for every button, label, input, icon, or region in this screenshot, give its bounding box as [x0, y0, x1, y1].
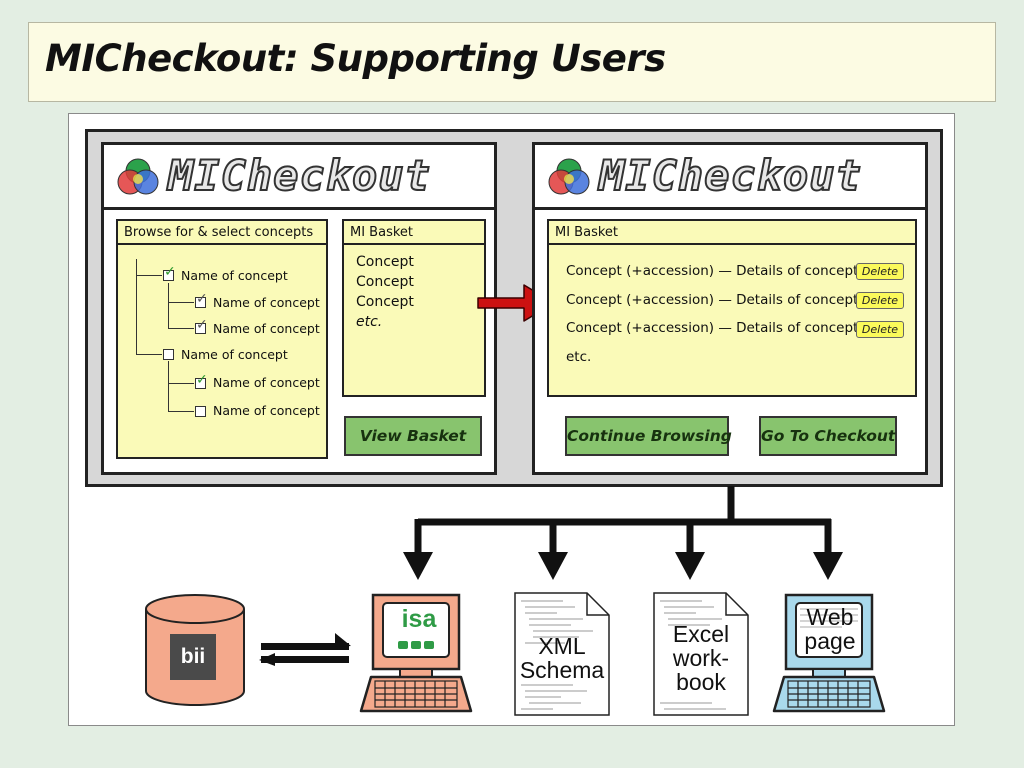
- basket-row-text: Concept (+accession) — Details of concep…: [566, 263, 859, 279]
- basket-row-text: Concept (+accession) — Details of concep…: [566, 320, 859, 336]
- tree-line: [168, 302, 194, 303]
- venn-logo-icon: [548, 158, 590, 195]
- mini-basket-item: Concept: [356, 254, 414, 270]
- basket-more: etc.: [566, 349, 592, 365]
- tree-node-label[interactable]: Name of concept: [213, 295, 320, 310]
- xml-document-icon: [514, 592, 610, 716]
- diagram: MICheckout Browse for & select concepts …: [68, 113, 955, 726]
- browse-window-header: MICheckout: [104, 145, 494, 210]
- connector-lines: [414, 486, 832, 554]
- web-computer-icon: [772, 593, 886, 713]
- tree-line: [168, 411, 194, 412]
- concept-checkbox[interactable]: ✓: [195, 373, 208, 389]
- check-icon: ✓: [196, 291, 208, 307]
- check-icon: ✓: [196, 372, 208, 388]
- tree-line: [168, 328, 194, 329]
- tree-node-label[interactable]: Name of concept: [181, 347, 288, 362]
- concept-checkbox[interactable]: [195, 406, 206, 417]
- browse-window: MICheckout Browse for & select concepts …: [101, 142, 497, 475]
- isa-label: isa: [401, 605, 437, 633]
- browse-panel: Browse for & select concepts ✓ Name of c…: [116, 219, 328, 459]
- delete-button[interactable]: Delete: [856, 263, 904, 280]
- arrowhead-icon: [538, 552, 568, 580]
- concept-checkbox[interactable]: ✓: [163, 265, 176, 281]
- exchange-arrows-icon: [259, 633, 351, 666]
- arrowhead-icon: [403, 552, 433, 580]
- xml-schema-label: XML Schema: [519, 633, 605, 683]
- tree-line: [168, 361, 169, 411]
- basket-panel: MI Basket Concept (+accession) — Details…: [547, 219, 917, 397]
- check-icon: ✓: [164, 264, 176, 280]
- slide-title: MICheckout: Supporting Users: [45, 37, 666, 80]
- isa-computer-icon: [359, 593, 473, 713]
- view-basket-button[interactable]: View Basket: [344, 416, 482, 456]
- venn-logo-icon: [117, 158, 159, 195]
- database-label: bii: [180, 645, 206, 668]
- basket-row-text: Concept (+accession) — Details of concep…: [566, 292, 859, 308]
- basket-window-header: MICheckout: [535, 145, 925, 210]
- database-icon: [145, 594, 245, 706]
- basket-window: MICheckout MI Basket Concept (+accession…: [532, 142, 928, 475]
- go-to-checkout-button[interactable]: Go To Checkout: [759, 416, 897, 456]
- continue-browsing-button[interactable]: Continue Browsing: [565, 416, 732, 456]
- title-bar: MICheckout: Supporting Users: [28, 22, 996, 102]
- app-logo-text: MICheckout: [598, 150, 862, 201]
- excel-document-icon: [653, 592, 749, 716]
- check-icon: ✓: [196, 317, 208, 333]
- mini-basket-item: Concept: [356, 294, 414, 310]
- tree-line: [168, 383, 194, 384]
- tree-line: [136, 354, 162, 355]
- concept-checkbox[interactable]: ✓: [195, 292, 208, 308]
- arrowheads: [403, 552, 843, 580]
- tree-node-label[interactable]: Name of concept: [213, 403, 320, 418]
- app-logo-text: MICheckout: [167, 150, 431, 201]
- delete-button[interactable]: Delete: [856, 292, 904, 309]
- web-page-label: Web page: [804, 604, 856, 654]
- tree-node-label[interactable]: Name of concept: [181, 268, 288, 283]
- concept-checkbox[interactable]: [163, 349, 174, 360]
- tree-line: [136, 259, 137, 355]
- mini-basket-item: etc.: [356, 314, 383, 330]
- output-connectors: [259, 486, 843, 666]
- mini-basket-header: MI Basket: [344, 221, 484, 245]
- browse-panel-header: Browse for & select concepts: [118, 221, 326, 245]
- tree-line: [136, 275, 162, 276]
- mini-basket-item: Concept: [356, 274, 414, 290]
- concept-checkbox[interactable]: ✓: [195, 318, 208, 334]
- delete-button[interactable]: Delete: [856, 321, 904, 338]
- arrowhead-icon: [675, 552, 705, 580]
- basket-panel-header: MI Basket: [549, 221, 915, 245]
- mini-basket-panel: MI Basket Concept Concept Concept etc.: [342, 219, 486, 397]
- arrowhead-icon: [813, 552, 843, 580]
- app-screens-panel: MICheckout Browse for & select concepts …: [85, 129, 943, 487]
- tree-node-label[interactable]: Name of concept: [213, 321, 320, 336]
- tree-node-label[interactable]: Name of concept: [213, 375, 320, 390]
- excel-workbook-label: Excel work- book: [672, 621, 730, 695]
- tree-line: [168, 283, 169, 329]
